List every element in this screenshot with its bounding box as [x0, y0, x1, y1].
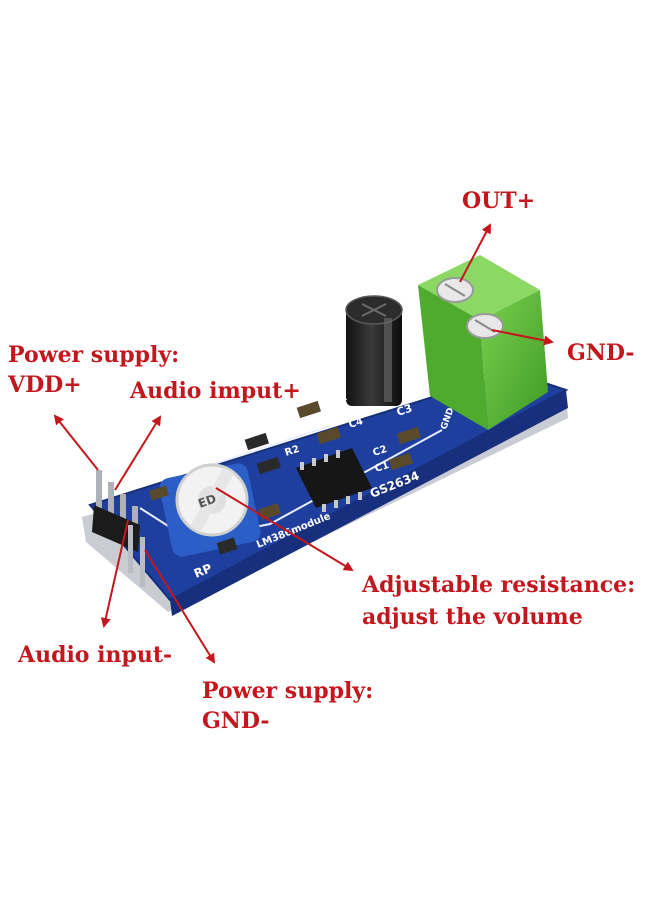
- label-gnd-minus-right: GND-: [567, 340, 635, 366]
- label-audio-input-minus: Audio input-: [18, 642, 173, 668]
- arrow-adjustable: [215, 487, 354, 572]
- arrow-power-vdd: [53, 414, 99, 471]
- silk-rp: RP: [192, 561, 214, 581]
- arrow-audio-input-plus: [114, 415, 162, 491]
- smd-components: [148, 400, 422, 555]
- label-power-vdd-line2: VDD+: [8, 372, 82, 398]
- arrow-power-gnd: [144, 549, 216, 664]
- silk-c2: C2: [372, 444, 389, 459]
- silk-c1b: C1: [374, 460, 391, 475]
- label-audio-input-plus: Audio imput+: [130, 378, 301, 404]
- label-power-gnd-line2: GND-: [202, 708, 270, 734]
- label-out-plus: OUT+: [462, 188, 536, 214]
- electrolytic-capacitor: [345, 295, 403, 406]
- lm386-chip: [296, 448, 372, 512]
- annotation-arrows: [53, 223, 554, 664]
- silk-c4: C4: [348, 416, 365, 431]
- arrow-audio-input-minus: [100, 519, 129, 628]
- screw-terminal: [418, 255, 548, 430]
- silk-c3: C3: [395, 402, 414, 419]
- potentiometer: [159, 463, 261, 557]
- arrow-out-plus: [459, 223, 491, 283]
- pin-header: [92, 470, 145, 587]
- arrow-gnd-right: [491, 329, 554, 346]
- label-adjustable-line2: adjust the volume: [362, 604, 583, 630]
- label-adjustable-line1: Adjustable resistance:: [362, 572, 636, 598]
- silk-c1: C1: [332, 392, 349, 407]
- label-power-vdd-line1: Power supply:: [8, 342, 180, 368]
- silk-pot-marking: ED: [196, 491, 218, 510]
- silk-r1: R1: [268, 420, 285, 435]
- label-power-gnd-line1: Power supply:: [202, 678, 374, 704]
- silk-r2: R2: [284, 444, 301, 459]
